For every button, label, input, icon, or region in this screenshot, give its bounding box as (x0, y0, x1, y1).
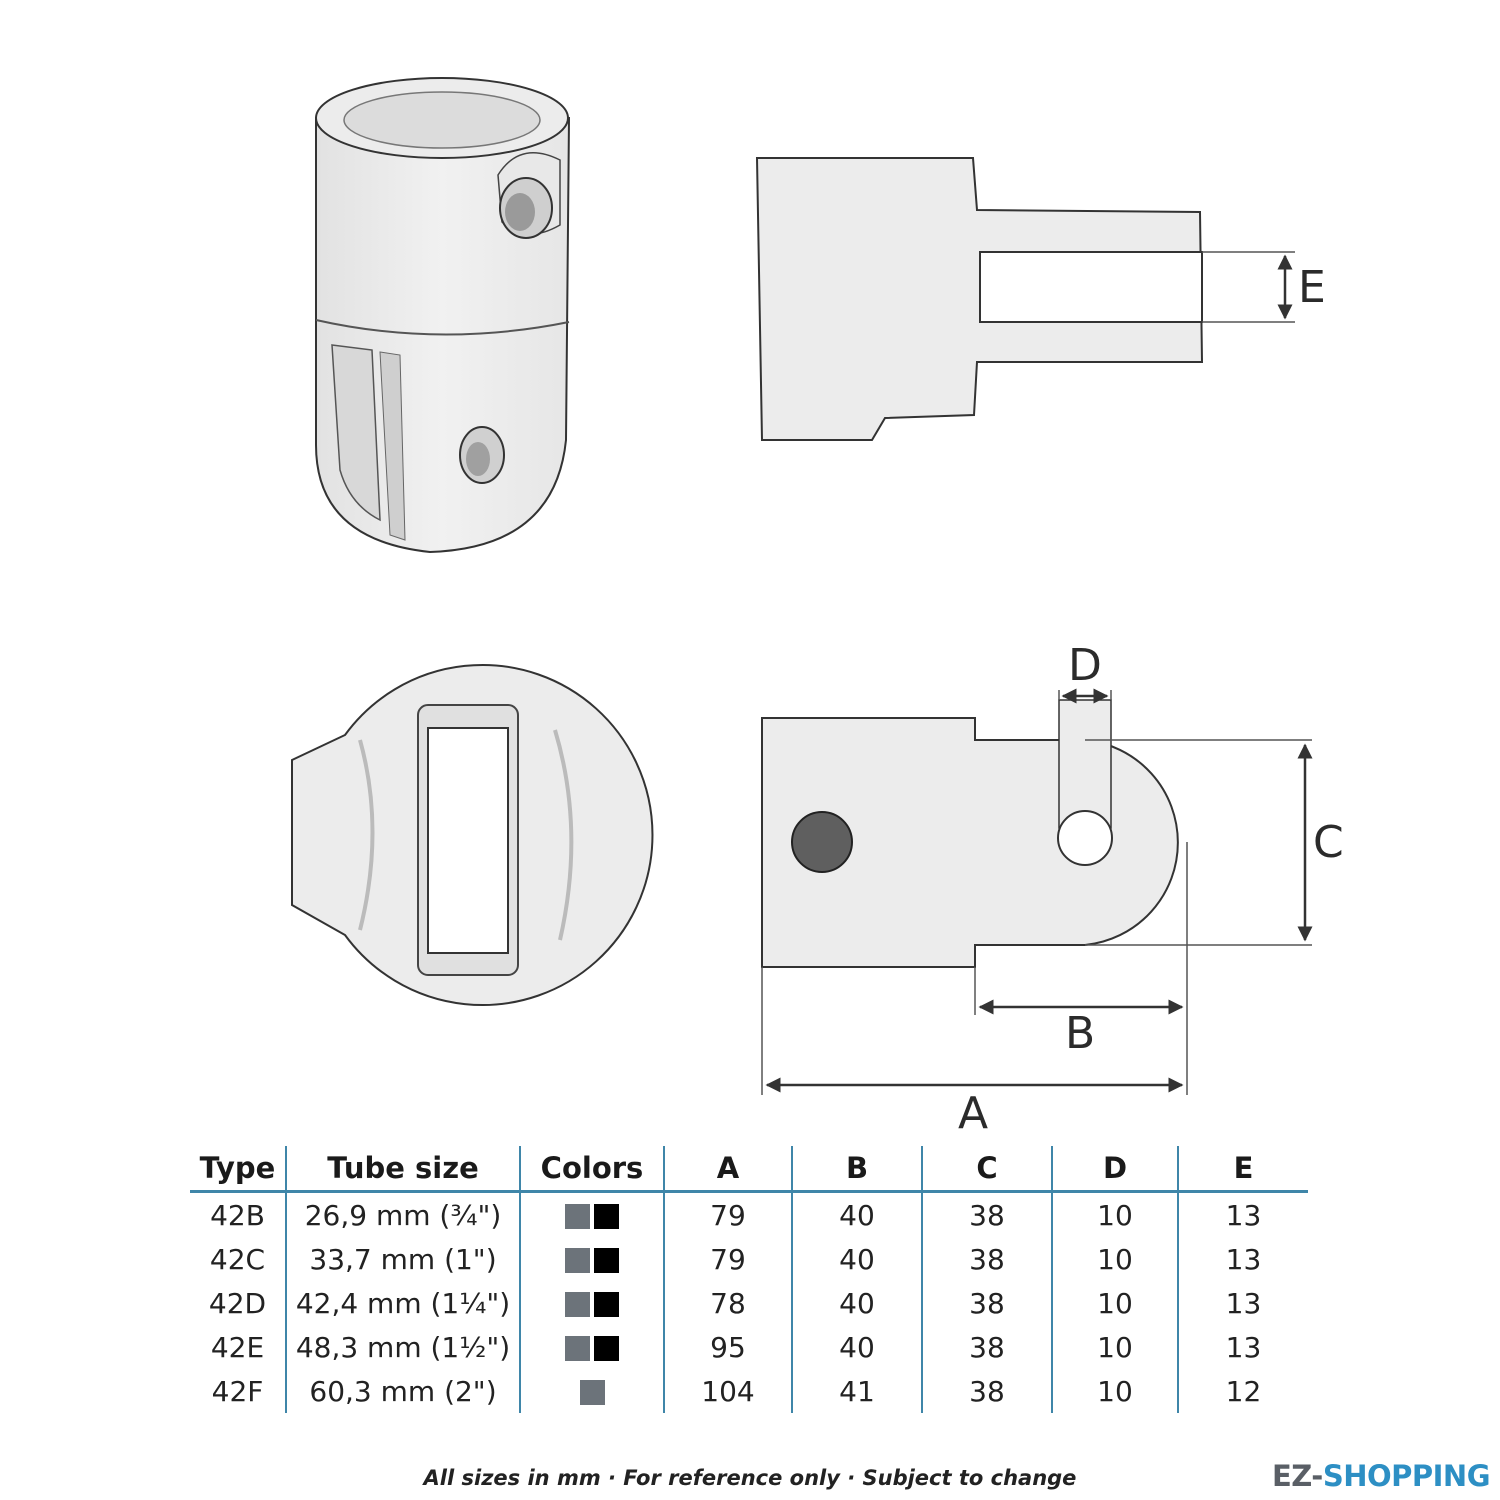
table-header-row: Type Tube size Colors A B C D E (190, 1146, 1308, 1193)
cell-tube: 60,3 mm (2") (285, 1369, 520, 1413)
col-header-a: A (663, 1146, 792, 1193)
technical-drawings: E C D B A (291, 77, 1344, 1139)
cell-e: 13 (1177, 1281, 1308, 1325)
dim-label-c: C (1313, 817, 1344, 868)
cell-colors (519, 1281, 664, 1325)
color-swatch-gray (565, 1204, 590, 1229)
color-swatch-black (594, 1248, 619, 1273)
cell-a: 104 (663, 1369, 792, 1413)
cell-d: 10 (1051, 1281, 1178, 1325)
color-swatch-black (594, 1336, 619, 1361)
col-header-b: B (791, 1146, 922, 1193)
color-swatch-gray (565, 1336, 590, 1361)
brand-logo: EZ-SHOPPING (1271, 1459, 1491, 1493)
cell-b: 40 (791, 1281, 922, 1325)
cell-e: 13 (1177, 1191, 1308, 1237)
color-swatch-black (594, 1292, 619, 1317)
color-swatch-gray (565, 1248, 590, 1273)
front-view: C D B A (761, 640, 1344, 1139)
cell-e: 13 (1177, 1237, 1308, 1281)
color-swatch-black (594, 1204, 619, 1229)
col-header-d: D (1051, 1146, 1178, 1193)
cell-a: 95 (663, 1325, 792, 1369)
col-header-tube-size: Tube size (285, 1146, 520, 1193)
cell-tube: 26,9 mm (¾") (285, 1191, 520, 1237)
cell-tube: 48,3 mm (1½") (285, 1325, 520, 1369)
col-header-c: C (921, 1146, 1052, 1193)
cell-tube: 33,7 mm (1") (285, 1237, 520, 1281)
cell-colors (519, 1325, 664, 1369)
cell-e: 12 (1177, 1369, 1308, 1413)
dim-label-d: D (1068, 640, 1102, 691)
dim-label-a: A (958, 1088, 988, 1139)
col-header-type: Type (190, 1146, 286, 1193)
dim-label-e: E (1298, 262, 1326, 313)
footer-note: All sizes in mm · For reference only · S… (423, 1466, 1077, 1490)
color-swatch-gray (579, 1380, 605, 1405)
cell-b: 41 (791, 1369, 922, 1413)
cell-d: 10 (1051, 1191, 1178, 1237)
cell-c: 38 (921, 1281, 1052, 1325)
col-header-e: E (1177, 1146, 1308, 1193)
dim-label-b: B (1065, 1008, 1095, 1059)
cell-colors (519, 1237, 664, 1281)
cell-b: 40 (791, 1325, 922, 1369)
cell-d: 10 (1051, 1237, 1178, 1281)
cell-type: 42D (208, 1286, 267, 1320)
col-header-colors: Colors (519, 1146, 664, 1193)
cell-colors (519, 1191, 664, 1237)
cell-type: 42F (211, 1374, 264, 1408)
spec-table: Type Tube size Colors A B C D E 42B 26,9 … (190, 1146, 1308, 1413)
cell-d: 10 (1051, 1325, 1178, 1369)
cell-d: 10 (1051, 1369, 1178, 1413)
cell-b: 40 (791, 1237, 922, 1281)
cell-c: 38 (921, 1191, 1052, 1237)
cell-c: 38 (921, 1369, 1052, 1413)
cell-tube: 42,4 mm (1¼") (285, 1281, 520, 1325)
cell-type: 42C (209, 1242, 266, 1276)
cell-e: 13 (1177, 1325, 1308, 1369)
side-view: E (755, 157, 1326, 441)
logo-part-ez: EZ- (1271, 1459, 1323, 1493)
logo-part-shopping: SHOPPING (1322, 1459, 1491, 1493)
color-swatch-gray (565, 1292, 590, 1317)
cell-a: 78 (663, 1281, 792, 1325)
cell-a: 79 (663, 1237, 792, 1281)
cell-type: 42B (210, 1198, 265, 1232)
top-view (291, 664, 654, 1006)
cell-type: 42E (210, 1330, 265, 1364)
cell-c: 38 (921, 1237, 1052, 1281)
cell-colors (519, 1369, 664, 1413)
cell-b: 40 (791, 1191, 922, 1237)
perspective-view (315, 77, 571, 554)
cell-c: 38 (921, 1325, 1052, 1369)
cell-a: 79 (663, 1191, 792, 1237)
